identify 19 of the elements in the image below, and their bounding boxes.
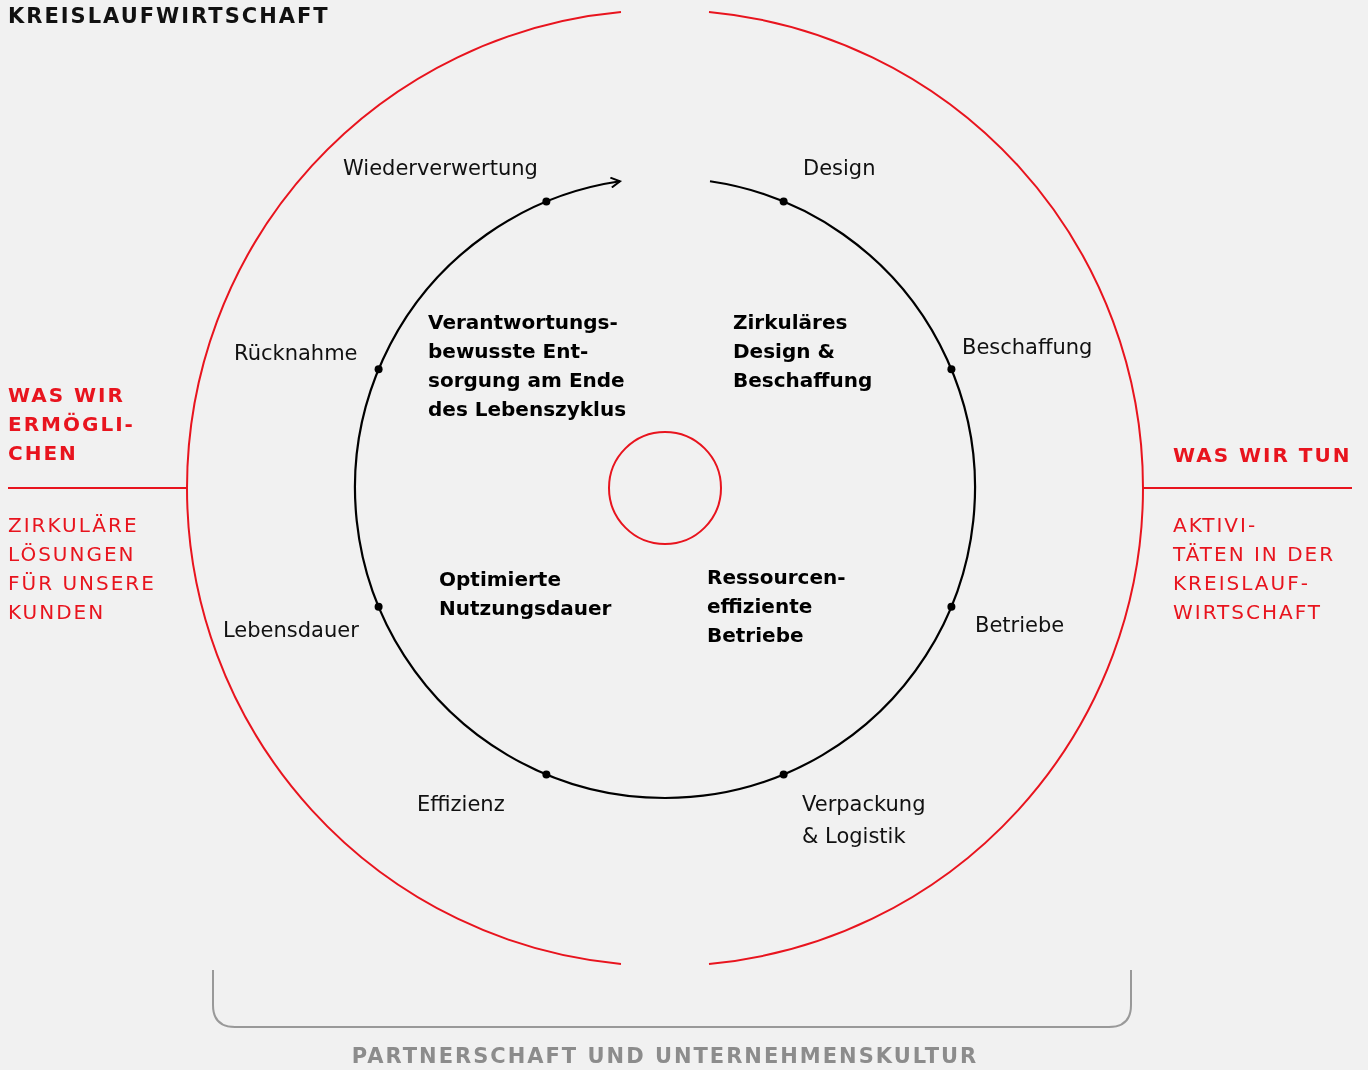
stage-label: Betriebe [975, 612, 1065, 639]
quadrant-heading: Optimierte Nutzungsdauer [439, 566, 612, 622]
stage-label: Wiederverwertung [343, 155, 538, 182]
quadrant-heading: Ressourcen- effiziente Betriebe [707, 564, 846, 649]
stage-label: Effizienz [417, 791, 505, 818]
stage-label: Beschaffung [962, 334, 1093, 361]
stage-label: Rücknahme [234, 340, 358, 367]
side-text: ZIRKULÄRE LÖSUNGEN FÜR UNSERE KUNDEN [8, 512, 156, 626]
side-heading: WAS WIR ERMÖGLI- CHEN [8, 382, 135, 467]
stage-label: Verpackung & Logistik [802, 791, 926, 850]
title: KREISLAUFWIRTSCHAFT [8, 4, 330, 28]
quadrant-heading: Zirkuläres Design & Beschaffung [733, 309, 873, 394]
side-text: AKTIVI- TÄTEN IN DER KREISLAUF- WIRTSCHAFT [1173, 512, 1336, 626]
center-circle [608, 431, 722, 545]
quadrant-heading: Verantwortungs- bewusste Ent- sorgung am Ende des Lebenszyklus [428, 309, 627, 423]
stage-label: Design [803, 155, 876, 182]
bracket-label: PARTNERSCHAFT UND UNTERNEHMENSKULTUR [351, 1044, 979, 1068]
side-heading: WAS WIR TUN [1173, 442, 1352, 469]
stage-label: Lebensdauer [223, 617, 359, 644]
